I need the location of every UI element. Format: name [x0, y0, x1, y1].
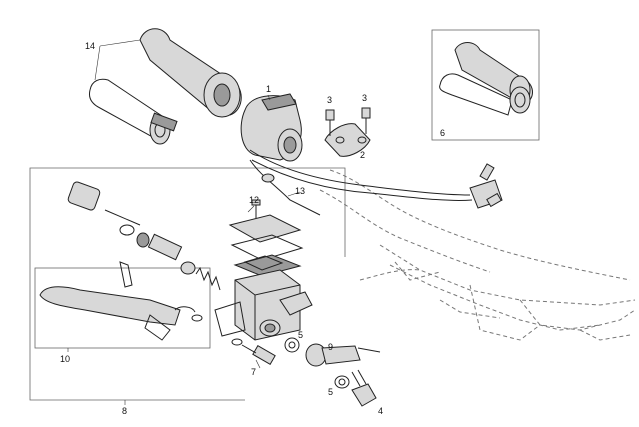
callout-7: 7 — [251, 367, 256, 377]
grip-set-6-box — [431, 29, 540, 141]
screw-part-3b — [361, 107, 371, 134]
bolt-part-4 — [351, 369, 377, 407]
callout-3a: 3 — [327, 95, 332, 105]
callout-3b: 3 — [362, 93, 367, 103]
reservoir-cap-parts-12 — [228, 199, 304, 277]
screw-part-3a — [325, 109, 335, 136]
grip-left-part-14 — [89, 78, 178, 145]
leader-7 — [255, 359, 261, 369]
callout-8: 8 — [122, 406, 127, 416]
callout-9: 9 — [328, 342, 333, 352]
leader-14b — [94, 45, 101, 81]
washer-part-5a — [284, 337, 300, 353]
lever-group-10-box — [34, 267, 211, 349]
leader-12 — [247, 205, 255, 213]
brake-lever-part-10 — [39, 286, 203, 341]
piston-and-spring — [67, 181, 221, 291]
banjo-part-9 — [305, 343, 381, 367]
grip-set-part-6 — [439, 42, 533, 116]
callout-14: 14 — [85, 41, 95, 51]
master-cylinder-body — [214, 269, 313, 341]
callout-13: 13 — [295, 186, 305, 196]
clamp-part-2 — [324, 123, 371, 157]
leader-13 — [287, 191, 301, 197]
wiring-harness — [249, 149, 503, 209]
callout-6: 6 — [440, 128, 445, 138]
callout-5a: 5 — [298, 330, 303, 340]
leader-1 — [267, 94, 271, 101]
grip-right-part-14 — [139, 28, 242, 118]
cable-part-13 — [249, 159, 321, 216]
callout-4: 4 — [378, 406, 383, 416]
assembly-8-box — [29, 167, 346, 401]
stoplight-switch-part-7 — [231, 338, 276, 366]
callout-1: 1 — [266, 84, 271, 94]
leader-14a — [99, 39, 141, 47]
callout-12: 12 — [249, 195, 259, 205]
callout-2: 2 — [360, 150, 365, 160]
washer-part-5b — [334, 375, 350, 389]
callout-5b: 5 — [328, 387, 333, 397]
switch-housing-part-1 — [240, 93, 303, 162]
callout-10: 10 — [60, 354, 70, 364]
